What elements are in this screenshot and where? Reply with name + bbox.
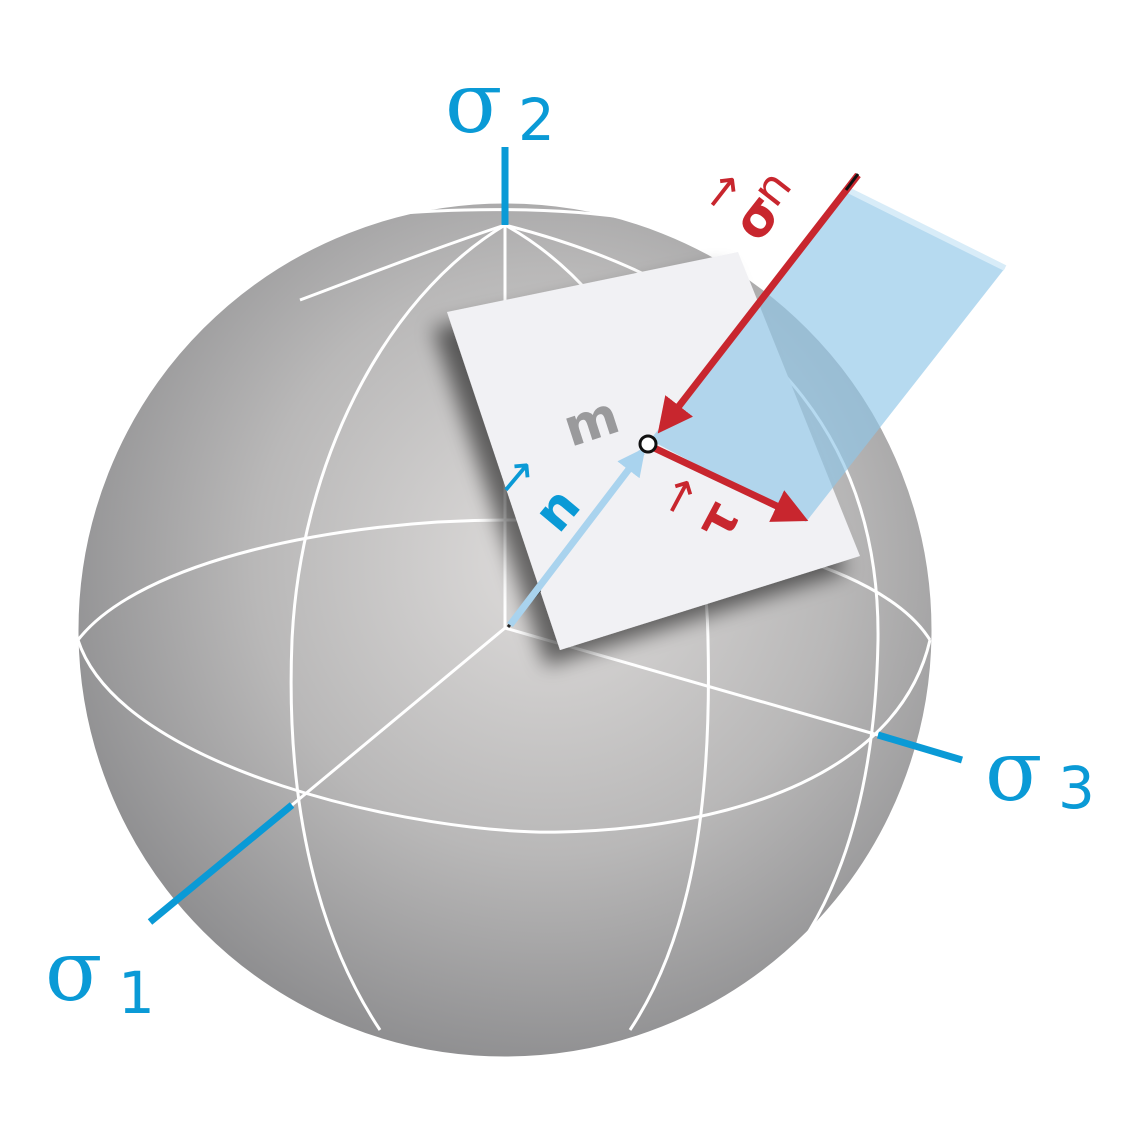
sigma2-label: σ 2 — [445, 54, 555, 154]
sigma1-inner-axis — [291, 626, 506, 807]
svg-text:σ: σ — [45, 922, 102, 1020]
svg-text:2: 2 — [518, 86, 555, 154]
meridian-1 — [289, 223, 506, 1031]
normal-vector-arrow — [507, 447, 646, 628]
normal-stress-tail — [844, 173, 860, 191]
point-m-marker — [638, 434, 658, 454]
normal-stress-label: → σ n — [688, 159, 802, 252]
shear-stress-arrow — [648, 442, 809, 522]
principal-axes — [147, 147, 963, 925]
equator-line — [76, 639, 932, 834]
sigma3-axis-line — [877, 731, 963, 764]
sigma1-label: σ 1 — [45, 922, 155, 1027]
normal-stress-arrow — [657, 172, 861, 434]
sigma3-label: σ 3 — [985, 722, 1095, 822]
sigma1-axis-line — [147, 802, 295, 925]
svg-text:σ: σ — [985, 722, 1042, 820]
svg-text:σ: σ — [445, 54, 502, 152]
meridian-4 — [299, 223, 506, 302]
svg-text:3: 3 — [1058, 754, 1095, 822]
svg-text:1: 1 — [118, 959, 155, 1027]
stress-plane — [650, 190, 1005, 522]
stress-plane-top-edge — [846, 187, 1007, 271]
